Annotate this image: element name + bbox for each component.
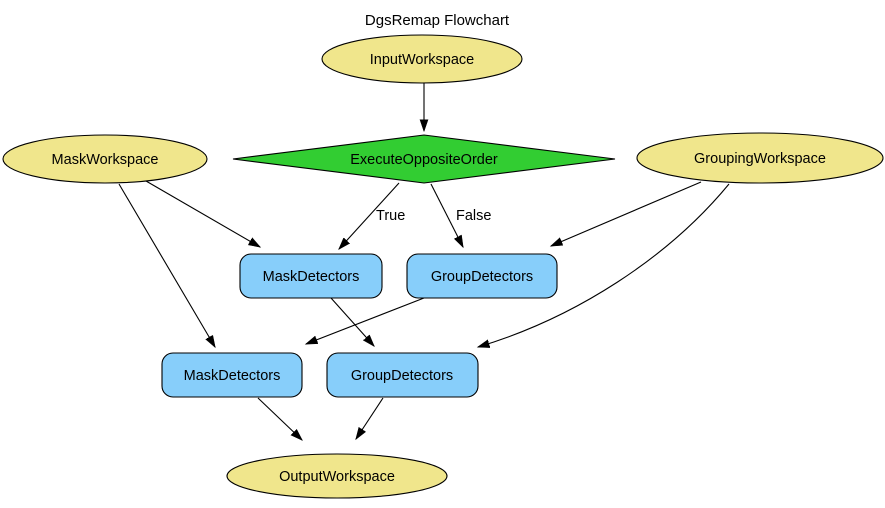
node-group-detectors-second: GroupDetectors [326,352,479,398]
group-detectors-first-label: GroupDetectors [431,269,533,285]
mask-detectors-second-label: MaskDetectors [184,368,281,384]
input-workspace-ellipse [321,34,523,84]
mask-detectors-first-box [239,253,383,299]
edge-maskworkspace-to-maskdetectors-second [118,183,215,347]
group-detectors-second-box [326,352,479,398]
group-detectors-first-box [406,253,558,299]
edge-maskdetectors-first-to-groupdetectors-second [330,297,374,346]
mask-detectors-second-box [161,352,303,398]
edge-false-to-groupdetectors-first [430,183,463,247]
node-execute-opposite-order: ExecuteOppositeOrder [232,134,616,184]
edge-groupdetectors-second-to-outputworkspace [356,397,384,439]
grouping-workspace-label: GroupingWorkspace [694,151,826,167]
edge-groupdetectors-first-to-maskdetectors-second [306,297,425,345]
edge-groupingworkspace-to-groupdetectors-second [478,183,730,347]
node-group-detectors-first: GroupDetectors [406,253,558,299]
edge-label-false: False [456,208,491,224]
edge-maskdetectors-second-to-outputworkspace [257,397,302,440]
execute-opposite-order-label: ExecuteOppositeOrder [350,152,498,168]
node-grouping-workspace: GroupingWorkspace [636,132,884,184]
diagram-title: DgsRemap Flowchart [365,12,510,29]
edge-maskworkspace-to-maskdetectors-first [145,180,260,247]
node-mask-detectors-second: MaskDetectors [161,352,303,398]
node-input-workspace: InputWorkspace [321,34,523,84]
group-detectors-second-label: GroupDetectors [351,368,453,384]
node-mask-detectors-first: MaskDetectors [239,253,383,299]
input-workspace-label: InputWorkspace [370,52,475,68]
edges-layer: True False [118,83,730,440]
mask-workspace-label: MaskWorkspace [52,152,159,168]
node-mask-workspace: MaskWorkspace [2,134,208,184]
edge-true-to-maskdetectors-first [339,182,400,249]
output-workspace-label: OutputWorkspace [279,469,395,485]
grouping-workspace-ellipse [636,132,884,184]
node-output-workspace: OutputWorkspace [226,453,448,499]
mask-workspace-ellipse [2,134,208,184]
output-workspace-ellipse [226,453,448,499]
edge-label-true: True [376,208,405,224]
mask-detectors-first-label: MaskDetectors [263,269,360,285]
edge-groupingworkspace-to-groupdetectors-first [551,181,702,247]
execute-opposite-order-diamond [232,134,616,184]
